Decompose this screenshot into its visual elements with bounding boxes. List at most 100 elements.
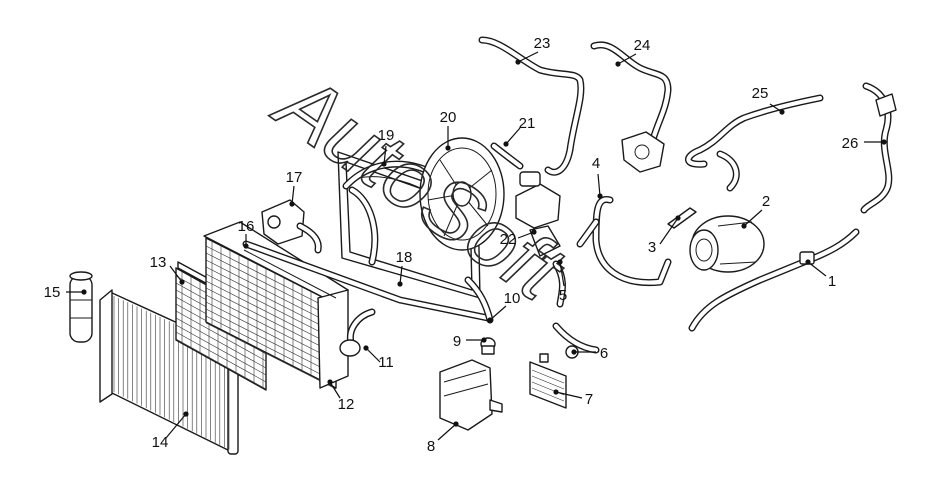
callout-leader-line: [329, 381, 341, 399]
callout-dot: [515, 59, 521, 65]
callout-19: 19: [378, 127, 395, 167]
callout-dot: [779, 109, 785, 115]
callout-number: 2: [762, 193, 770, 210]
callout-leader-line: [743, 209, 763, 227]
callout-number: 19: [378, 127, 395, 144]
callout-dot: [487, 317, 493, 323]
callout-number: 11: [378, 354, 394, 371]
part-condenser: [99, 289, 239, 455]
callout-dot: [553, 389, 559, 395]
part-receiver-drier: [69, 271, 93, 343]
part-valve-assembly: [515, 171, 561, 257]
part-hose-assembly: [685, 94, 824, 192]
callout-number: 3: [648, 239, 656, 256]
callout-dot: [453, 421, 459, 427]
callout-21: 21: [503, 115, 535, 147]
callout-number: 5: [559, 287, 567, 304]
part-oil-cooler: [529, 353, 567, 409]
part-expansion-cap: [480, 337, 496, 355]
callout-leader-line: [165, 413, 187, 439]
callout-leader-line: [365, 347, 381, 363]
callout-number: 24: [634, 37, 651, 54]
callout-22: 22: [500, 229, 537, 248]
callout-dot: [363, 345, 369, 351]
callout-number: 9: [453, 333, 461, 350]
callout-leader-line: [437, 423, 457, 441]
part-ac-compressor: [689, 215, 765, 273]
callout-number: 26: [842, 135, 859, 152]
callout-8: 8: [427, 421, 459, 455]
part-clamp-hose: [464, 260, 566, 324]
callout-number: 7: [585, 391, 593, 408]
callout-dot: [557, 259, 563, 265]
callout-number: 22: [500, 231, 517, 248]
callout-number: 13: [150, 254, 167, 271]
callout-number: 15: [44, 284, 61, 301]
callout-dot: [179, 279, 185, 285]
callout-dot: [481, 337, 487, 343]
callout-3: 3: [648, 215, 681, 256]
callout-5: 5: [557, 259, 567, 304]
callout-14: 14: [152, 411, 189, 451]
callout-leader-line: [597, 173, 601, 197]
callout-dot: [615, 61, 621, 67]
callout-25: 25: [752, 85, 785, 115]
part-heater-hose-a: [478, 36, 585, 176]
callout-dot: [289, 201, 295, 207]
callout-leader-line: [517, 231, 535, 239]
callout-6: 6: [571, 345, 608, 362]
callout-dot: [327, 379, 333, 385]
callout-7: 7: [553, 389, 593, 408]
callout-leader-line: [559, 261, 565, 287]
callout-number: 25: [752, 85, 769, 102]
callout-24: 24: [615, 37, 650, 67]
callout-dot: [805, 259, 811, 265]
part-thermostat-housing: [261, 199, 322, 254]
part-lower-hose: [339, 308, 376, 357]
callout-number: 10: [504, 290, 521, 307]
callout-16: 16: [238, 218, 255, 249]
callout-dot: [243, 243, 249, 249]
callout-leader-line: [383, 145, 387, 165]
callout-18: 18: [396, 249, 413, 287]
part-expansion-tank: [439, 359, 503, 431]
callout-17: 17: [286, 169, 303, 207]
callout-leader-line: [505, 127, 521, 145]
callout-dot: [881, 139, 887, 145]
callout-number: 8: [427, 438, 435, 455]
callout-11: 11: [363, 345, 394, 371]
callout-leader-line: [169, 265, 183, 283]
callout-23: 23: [515, 35, 550, 65]
callout-dot: [741, 223, 747, 229]
callout-dot: [597, 193, 603, 199]
callout-leader-line: [489, 305, 507, 321]
callout-dot: [397, 281, 403, 287]
callout-dot: [183, 411, 189, 417]
callout-number: 1: [828, 273, 836, 290]
part-heater-hose-b: [590, 41, 672, 173]
callout-leader-line: [291, 185, 295, 205]
part-cooling-fan: [419, 137, 505, 251]
callout-number: 18: [396, 249, 413, 266]
callout-leader-line: [659, 217, 679, 245]
callout-number: 16: [238, 218, 255, 235]
part-ac-line: [576, 196, 672, 287]
callout-9: 9: [453, 333, 487, 350]
callout-12: 12: [327, 379, 354, 413]
callout-number: 4: [592, 155, 600, 172]
callout-4: 4: [592, 155, 603, 199]
part-ac-line-right: [688, 228, 860, 332]
callout-26: 26: [842, 135, 887, 152]
callout-10: 10: [487, 290, 520, 323]
callout-number: 20: [440, 109, 457, 126]
callout-number: 17: [286, 169, 303, 186]
callout-20: 20: [440, 109, 457, 151]
part-small-hose: [490, 142, 524, 170]
part-bracket-pipe: [860, 82, 897, 214]
callout-number: 21: [519, 115, 536, 132]
callout-dot: [503, 141, 509, 147]
callout-number: 14: [152, 434, 169, 451]
callout-13: 13: [150, 254, 185, 285]
